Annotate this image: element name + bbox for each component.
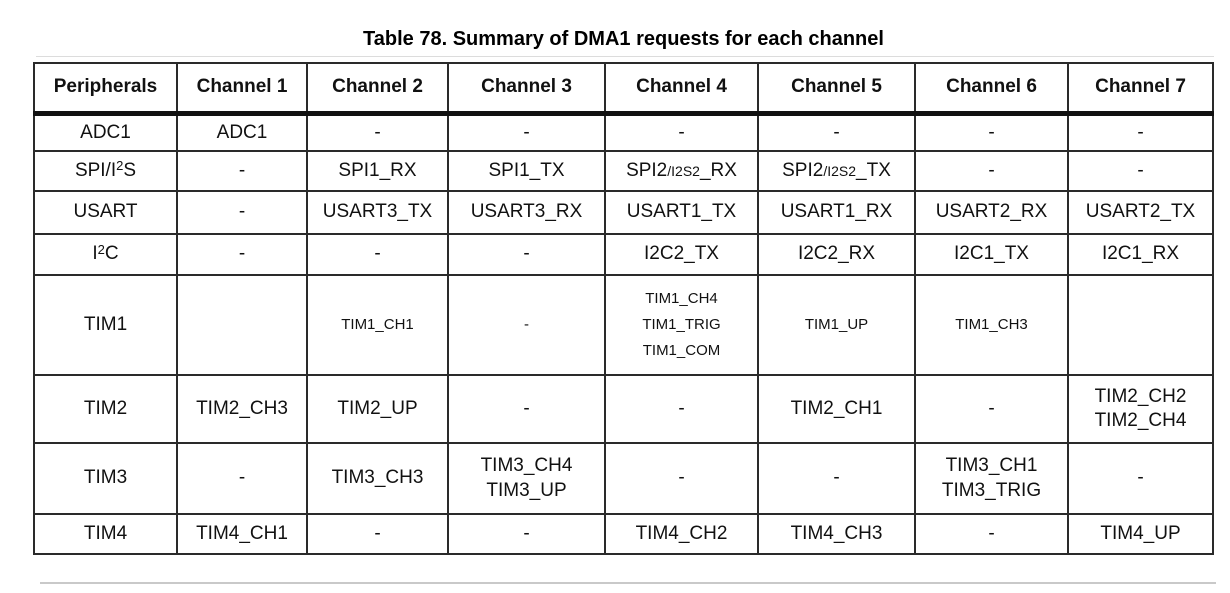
column-header-channel-3: Channel 3 (447, 62, 606, 116)
table-cell: USART3_RX (447, 190, 606, 235)
table-cell: - (306, 112, 449, 152)
peripheral-cell: I2C (33, 233, 178, 276)
row-tim1: TIM1 TIM1_CH1 - TIM1_CH4 TIM1_TRIG TIM1_… (33, 274, 1214, 376)
table-cell (1067, 274, 1214, 376)
cell-text: C (104, 243, 119, 265)
cell-text: SPI2 (782, 159, 824, 181)
table-cell: - (306, 233, 449, 276)
table-cell: - (447, 274, 606, 376)
cell-text: _TX (856, 159, 891, 181)
table-cell: - (757, 442, 916, 515)
column-header-channel-2: Channel 2 (306, 62, 449, 116)
table-cell: TIM2_UP (306, 374, 449, 444)
table-cell: SPI1_RX (306, 150, 449, 192)
table-cell: - (914, 112, 1069, 152)
row-adc1: ADC1 ADC1 - - - - - - (33, 112, 1214, 152)
column-header-channel-6: Channel 6 (914, 62, 1069, 116)
table-cell: - (447, 513, 606, 555)
table-cell: TIM4_CH3 (757, 513, 916, 555)
column-header-channel-1: Channel 1 (176, 62, 308, 116)
row-tim4: TIM4 TIM4_CH1 - - TIM4_CH2 TIM4_CH3 - TI… (33, 513, 1214, 555)
table-cell: USART1_TX (604, 190, 759, 235)
peripheral-cell: ADC1 (33, 112, 178, 152)
row-tim2: TIM2 TIM2_CH3 TIM2_UP - - TIM2_CH1 - TIM… (33, 374, 1214, 444)
table-cell: TIM4_CH1 (176, 513, 308, 555)
peripheral-cell: USART (33, 190, 178, 235)
table-cell: - (176, 233, 308, 276)
row-usart: USART - USART3_TX USART3_RX USART1_TX US… (33, 190, 1214, 235)
table-cell: TIM2_CH3 (176, 374, 308, 444)
table-cell: - (447, 233, 606, 276)
table-cell (176, 274, 308, 376)
table-cell: - (757, 112, 916, 152)
table-cell: SPI2/I2S2_TX (757, 150, 916, 192)
table-cell: I2C1_TX (914, 233, 1069, 276)
row-i2c: I2C - - - I2C2_TX I2C2_RX I2C1_TX I2C1_R… (33, 233, 1214, 276)
table-cell: I2C1_RX (1067, 233, 1214, 276)
table-cell: USART3_TX (306, 190, 449, 235)
table-cell: - (1067, 442, 1214, 515)
table-cell: TIM1_CH3 (914, 274, 1069, 376)
table-cell: - (604, 374, 759, 444)
table-cell: TIM3_CH4 TIM3_UP (447, 442, 606, 515)
cell-text-small: /I2S2 (823, 162, 857, 179)
cell-text-small: /I2S2 (667, 162, 700, 179)
column-header-channel-7: Channel 7 (1067, 62, 1214, 116)
table-cell: - (604, 112, 759, 152)
table-cell: TIM1_UP (757, 274, 916, 376)
row-spi-i2s: SPI/I2S - SPI1_RX SPI1_TX SPI2/I2S2_RX S… (33, 150, 1214, 192)
table-cell: - (914, 150, 1069, 192)
cell-superscript: 2 (97, 241, 105, 257)
scan-shadow-line-bottom (40, 582, 1216, 584)
dma1-requests-table: Peripherals Channel 1 Channel 2 Channel … (33, 62, 1214, 555)
table-cell: USART2_RX (914, 190, 1069, 235)
table-cell: - (176, 150, 308, 192)
table-cell: TIM4_UP (1067, 513, 1214, 555)
table-title: Table 78. Summary of DMA1 requests for e… (363, 28, 884, 50)
table-cell: - (176, 442, 308, 515)
table-cell: I2C2_TX (604, 233, 759, 276)
column-header-channel-4: Channel 4 (604, 62, 759, 116)
cell-superscript: 2 (116, 158, 124, 173)
table-cell: TIM3_CH3 (306, 442, 449, 515)
cell-text: SPI/I (74, 159, 117, 181)
table-cell: USART2_TX (1067, 190, 1214, 235)
table-cell: ADC1 (176, 112, 308, 152)
cell-text: _RX (699, 159, 737, 181)
table-cell: - (176, 190, 308, 235)
row-tim3: TIM3 - TIM3_CH3 TIM3_CH4 TIM3_UP - - TIM… (33, 442, 1214, 515)
table-cell: - (914, 374, 1069, 444)
scan-shadow-line-top (36, 56, 1214, 57)
peripheral-cell: TIM2 (33, 374, 178, 444)
cell-text: I (92, 243, 98, 265)
table-cell: - (1067, 112, 1214, 152)
table-cell: TIM2_CH2 TIM2_CH4 (1067, 374, 1214, 444)
table-cell: TIM1_CH4 TIM1_TRIG TIM1_COM (604, 274, 759, 376)
table-cell: - (604, 442, 759, 515)
cell-text: S (123, 159, 137, 181)
peripheral-cell: TIM1 (33, 274, 178, 376)
table-cell: - (1067, 150, 1214, 192)
table-cell: SPI1_TX (447, 150, 606, 192)
peripheral-cell: SPI/I2S (33, 150, 178, 192)
table-cell: USART1_RX (757, 190, 916, 235)
cell-text: SPI2 (626, 159, 668, 181)
table-cell: TIM1_CH1 (306, 274, 449, 376)
table-cell: - (914, 513, 1069, 555)
table-cell: - (447, 374, 606, 444)
column-header-channel-5: Channel 5 (757, 62, 916, 116)
table-cell: TIM2_CH1 (757, 374, 916, 444)
table-cell: I2C2_RX (757, 233, 916, 276)
table-cell: TIM4_CH2 (604, 513, 759, 555)
peripheral-cell: TIM4 (33, 513, 178, 555)
table-cell: - (447, 112, 606, 152)
column-header-peripherals: Peripherals (33, 62, 178, 116)
table-cell: - (306, 513, 449, 555)
table-cell: TIM3_CH1 TIM3_TRIG (914, 442, 1069, 515)
table-cell: SPI2/I2S2_RX (604, 150, 759, 192)
header-row: Peripherals Channel 1 Channel 2 Channel … (33, 62, 1214, 116)
peripheral-cell: TIM3 (33, 442, 178, 515)
